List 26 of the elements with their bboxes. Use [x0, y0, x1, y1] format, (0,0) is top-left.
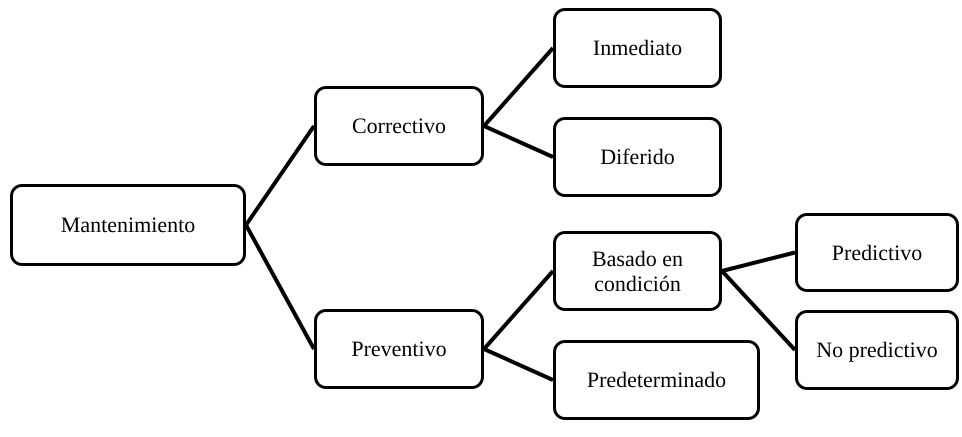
category-box [10, 184, 246, 266]
box-label: Basado en condición [590, 246, 684, 296]
category-box [314, 309, 484, 389]
connector-line [482, 270, 554, 350]
connector-line [722, 250, 796, 273]
box-label: Predictivo [832, 240, 922, 266]
category-box [553, 8, 722, 88]
connector-line [483, 124, 554, 159]
box-label: Inmediato [592, 35, 682, 61]
connector-line [244, 224, 316, 350]
category-box [795, 213, 959, 292]
box-label: Preventivo [351, 336, 447, 362]
box-label: Mantenimiento [60, 212, 196, 238]
category-box [314, 86, 484, 166]
box-label: Correctivo [352, 113, 446, 139]
category-box [553, 117, 722, 197]
category-box [553, 340, 760, 420]
box-label: Predeterminado [586, 367, 726, 393]
connector-line [483, 347, 554, 382]
category-box [553, 231, 722, 311]
box-label: Diferido [600, 144, 675, 170]
connector-line [720, 270, 796, 352]
connector-line [482, 46, 554, 128]
category-box [795, 310, 959, 390]
connector-line [244, 124, 316, 226]
box-label: No predictivo [816, 337, 938, 363]
